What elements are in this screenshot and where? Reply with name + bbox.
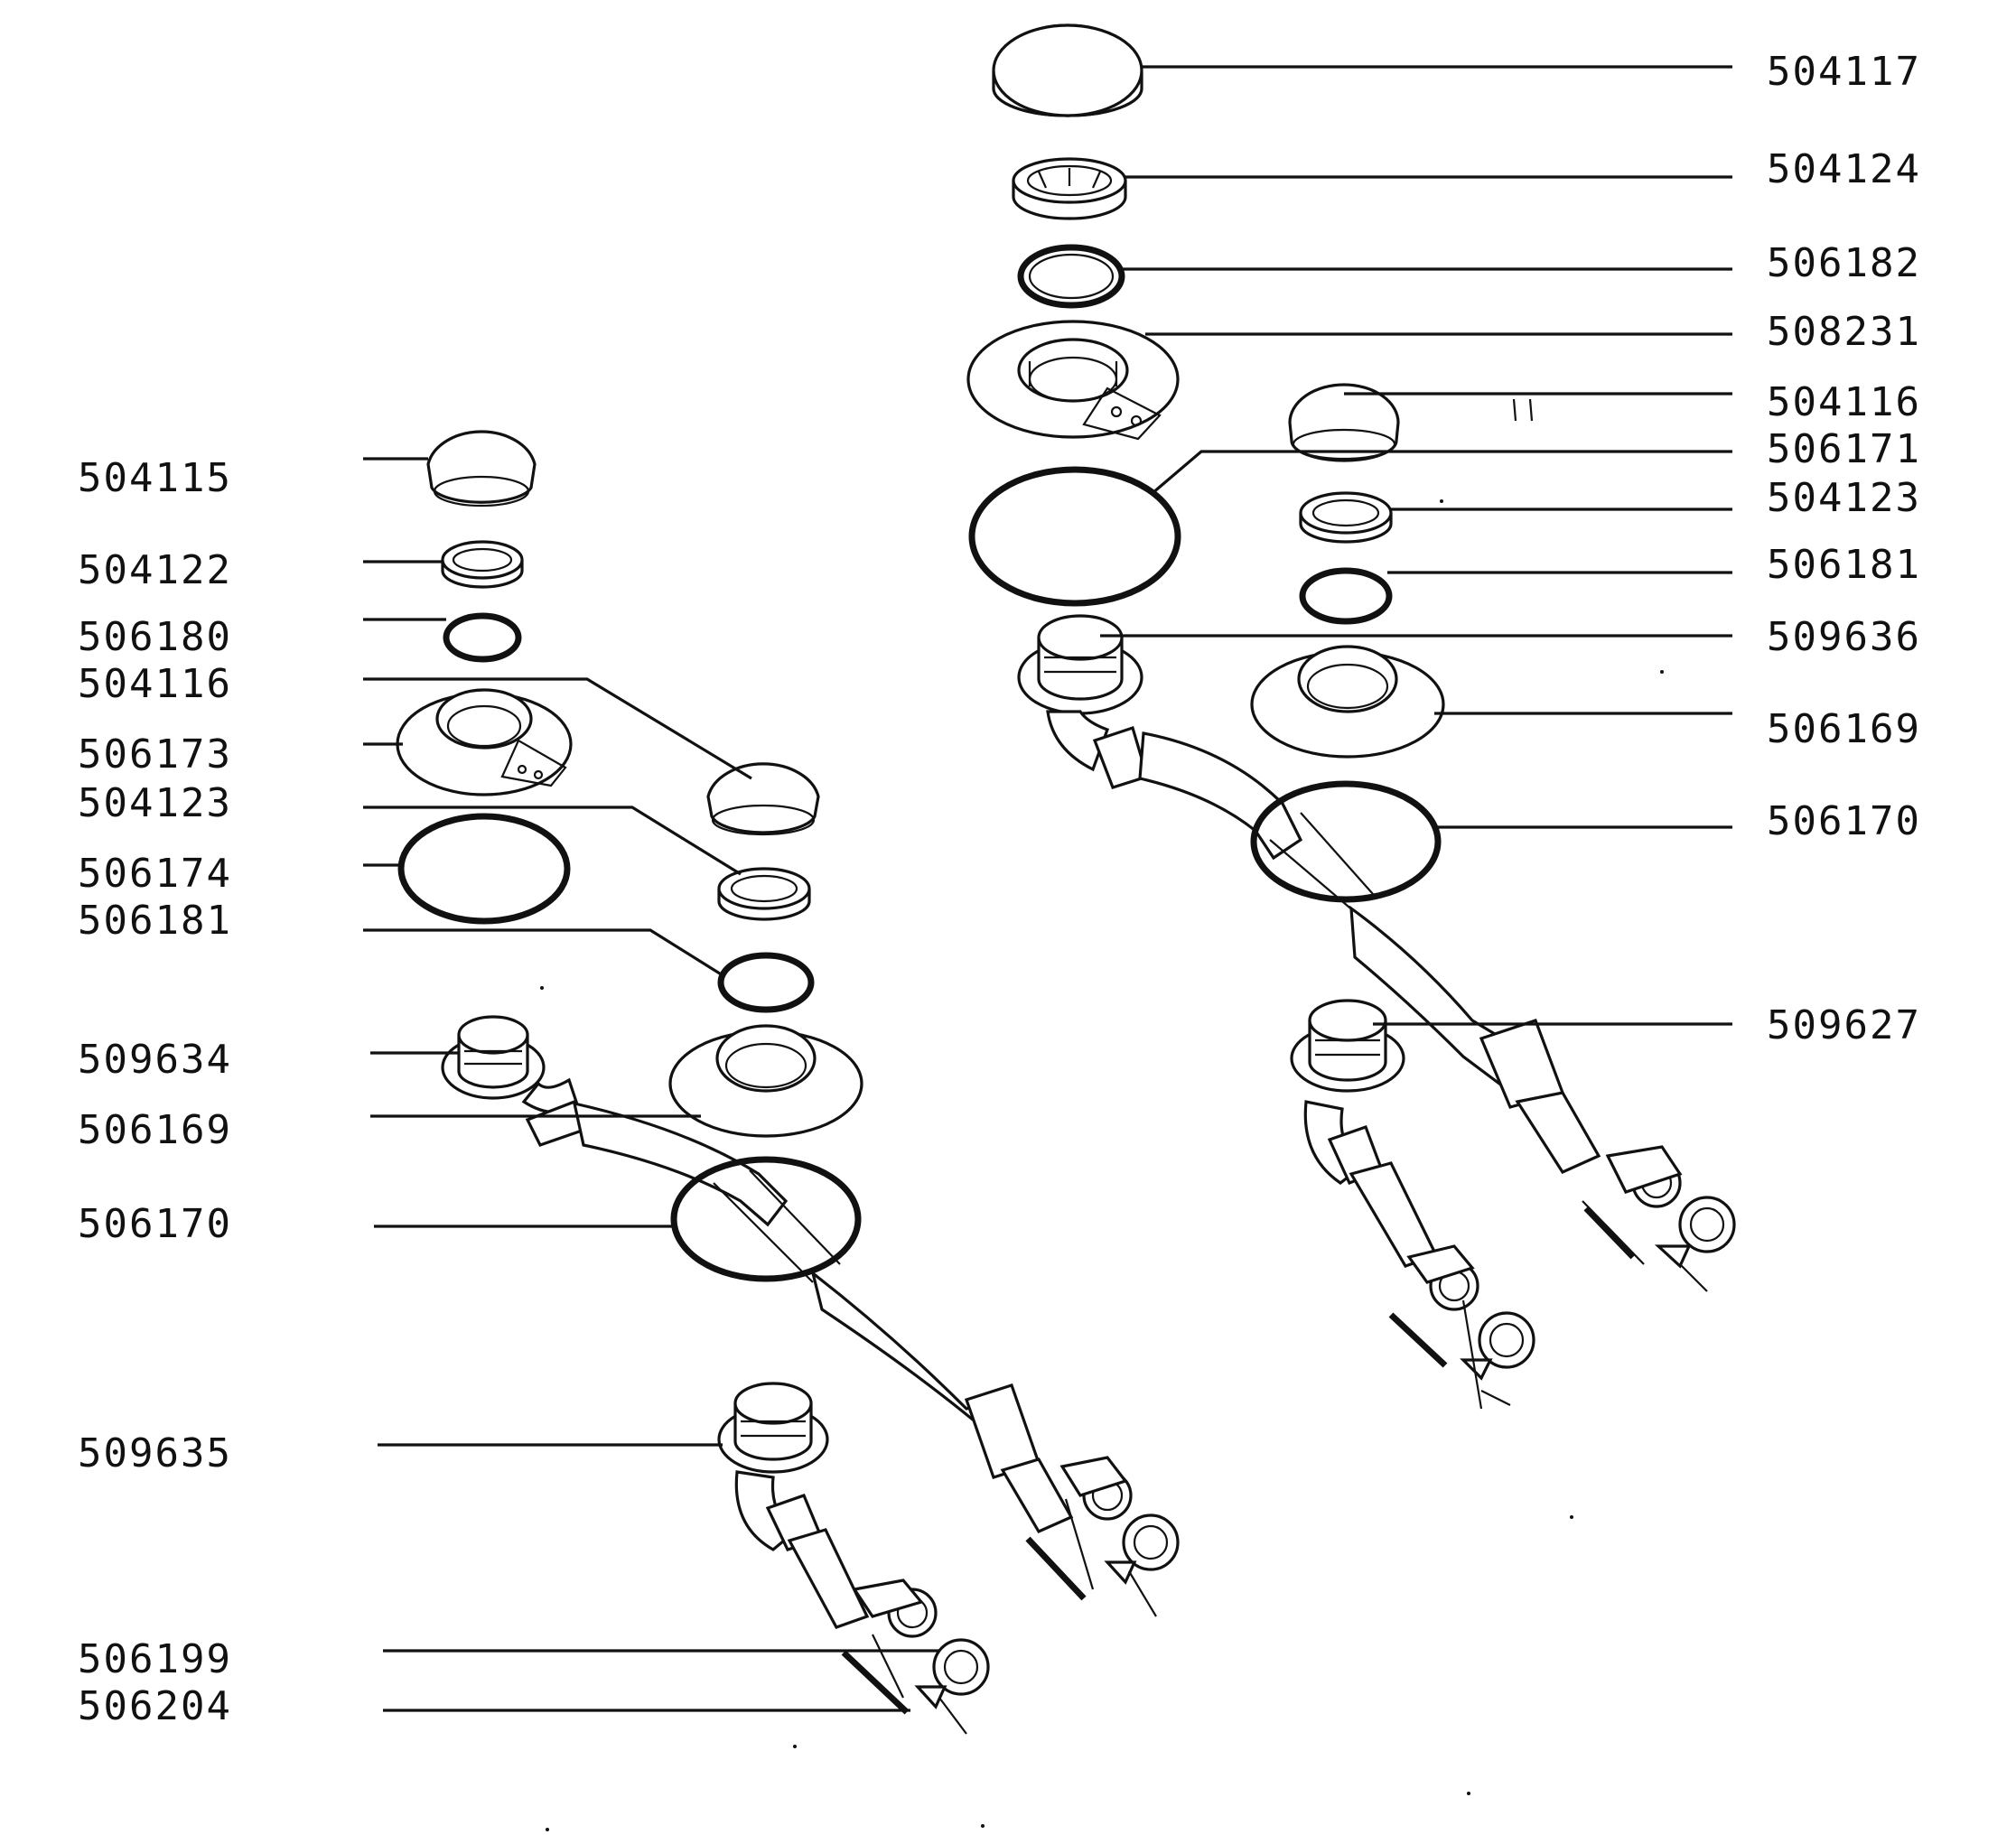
- burner-cap-504116-right: [1288, 383, 1400, 462]
- right-burner-assembly: [966, 23, 1736, 1410]
- part-number-label: 504116: [1767, 379, 1921, 425]
- part-number-label: 504117: [1767, 49, 1921, 95]
- part-number-label: 504123: [1767, 475, 1921, 521]
- part-number-label: 504116: [78, 661, 232, 707]
- gas-pipe-left-long: [810, 1269, 1180, 1617]
- part-number-label: 506173: [78, 731, 232, 778]
- spreader-506169-right: [1250, 645, 1445, 759]
- gasket-ring-506171: [968, 466, 1181, 607]
- injector-elbow-509627: [1290, 999, 1535, 1410]
- part-number-label: 506199: [78, 1636, 232, 1682]
- part-number-label: 508231: [1767, 309, 1921, 355]
- part-number-label: 509634: [78, 1037, 232, 1083]
- scan-specks: [540, 398, 1664, 1831]
- seal-ring-506182: [1017, 244, 1125, 309]
- spreader-506173: [396, 688, 573, 796]
- burner-crown-504122: [441, 540, 524, 589]
- gasket-ring-506174: [397, 813, 571, 925]
- burner-cap-504117: [992, 23, 1143, 117]
- spreader-508231: [966, 320, 1180, 441]
- part-number-label: 504115: [78, 455, 232, 501]
- left-leader-lines: [363, 457, 939, 1712]
- part-number-label: 506180: [78, 614, 232, 660]
- gas-pipe-right-long: [1349, 905, 1736, 1292]
- gasket-ring-506170-right: [1250, 780, 1442, 913]
- seal-ring-506181-right: [1299, 567, 1393, 625]
- burner-crown-504123-right: [1299, 491, 1393, 544]
- left-burner-assembly: [363, 430, 1180, 1735]
- injector-elbow-509635: [717, 1382, 990, 1735]
- seal-ring-506181-left: [717, 952, 815, 1013]
- gasket-ring-506170-left: [670, 1156, 862, 1283]
- part-number-label: 506182: [1767, 240, 1921, 286]
- part-number-label: 506174: [78, 851, 232, 897]
- part-number-label: 506170: [78, 1201, 232, 1247]
- seal-ring-506180: [443, 612, 522, 663]
- burner-crown-504123-left: [717, 867, 811, 921]
- injector-elbow-509634: [441, 1015, 789, 1227]
- part-number-label: 506204: [78, 1683, 232, 1729]
- burner-cap-504116-left: [706, 762, 820, 836]
- part-number-label: 504123: [78, 780, 232, 826]
- burner-crown-504124: [1012, 157, 1127, 220]
- part-number-label: 509635: [78, 1430, 232, 1476]
- part-number-label: 509636: [1767, 614, 1921, 660]
- injector-elbow-509636: [1017, 614, 1303, 861]
- part-number-label: 506181: [78, 898, 232, 944]
- part-number-label: 506169: [78, 1107, 232, 1153]
- part-number-label: 504122: [78, 547, 232, 593]
- part-number-label: 506169: [1767, 706, 1921, 752]
- part-number-label: 506181: [1767, 542, 1921, 588]
- part-number-label: 509627: [1767, 1002, 1921, 1048]
- right-part-labels: 504117 504124 506182 508231 504116 50617…: [1767, 49, 1921, 1048]
- part-number-label: 506171: [1767, 426, 1921, 472]
- burner-cap-504115: [426, 430, 537, 508]
- spreader-506169-left: [668, 1024, 863, 1138]
- part-number-label: 506170: [1767, 798, 1921, 844]
- part-number-label: 504124: [1767, 146, 1921, 192]
- right-leader-lines: [1100, 65, 1732, 1026]
- left-part-labels: 504115 504122 506180 504116 506173 50412…: [78, 455, 232, 1729]
